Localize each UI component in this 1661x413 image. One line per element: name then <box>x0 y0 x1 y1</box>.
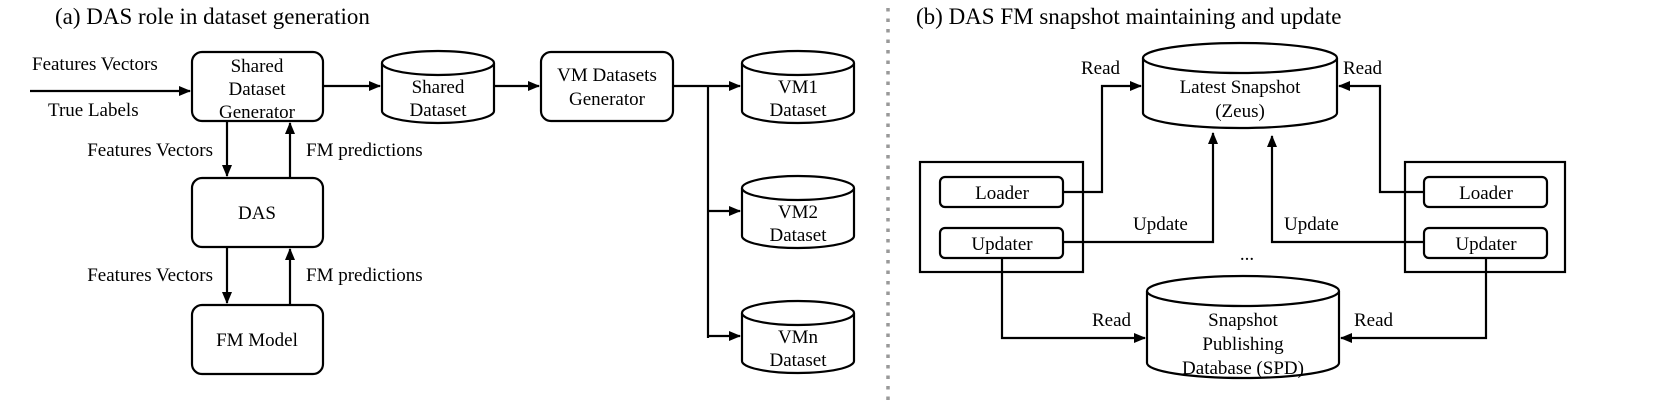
label-right-read-bottom: Read <box>1354 310 1394 331</box>
label-gen-to-das: Features Vectors <box>87 140 213 161</box>
vmn-label-2: Dataset <box>770 350 828 371</box>
label-left-update: Update <box>1133 214 1188 235</box>
spd-label-3: Database (SPD) <box>1182 358 1304 379</box>
spd-label-1: Snapshot <box>1208 310 1278 331</box>
snapshot-label-1: Latest Snapshot <box>1180 77 1302 98</box>
arrow-right-updater-update <box>1267 135 1424 244</box>
right-updater-label: Updater <box>1455 234 1517 255</box>
panel-a-title: (a) DAS role in dataset generation <box>55 4 370 29</box>
shared-dataset-label-1: Shared <box>412 77 465 98</box>
latest-snapshot-cylinder: Latest Snapshot (Zeus) <box>1141 41 1339 130</box>
snapshot-label-2: (Zeus) <box>1215 101 1265 122</box>
spd-label-2: Publishing <box>1202 334 1284 355</box>
vmn-dataset-cylinder: VMn Dataset <box>740 299 856 375</box>
left-loader-label: Loader <box>975 183 1029 204</box>
vm-datasets-generator: VM Datasets Generator <box>539 50 675 123</box>
input-labels-label: True Labels <box>48 100 139 121</box>
generator-label-1: Shared <box>231 56 284 77</box>
vmgen-label-2: Generator <box>569 89 646 110</box>
arrow-left-spd-read <box>1000 258 1146 343</box>
vm1-label-1: VM1 <box>778 77 818 98</box>
panel-b-title: (b) DAS FM snapshot maintaining and upda… <box>916 4 1341 29</box>
label-das-to-gen: FM predictions <box>306 140 423 161</box>
vm1-label-2: Dataset <box>770 100 828 121</box>
vm1-dataset-cylinder: VM1 Dataset <box>740 49 856 125</box>
left-updater-label: Updater <box>971 234 1033 255</box>
generator-label-2: Dataset <box>229 79 287 100</box>
fm-model-label: FM Model <box>216 330 298 351</box>
das-node: DAS <box>190 176 325 249</box>
shared-dataset-generator: Shared Dataset Generator <box>190 50 325 123</box>
vmn-label-1: VMn <box>778 327 819 348</box>
das-label: DAS <box>238 203 276 224</box>
label-right-read-top: Read <box>1343 58 1383 79</box>
label-fm-to-das: FM predictions <box>306 265 423 286</box>
arrow-left-loader-read <box>1063 81 1142 194</box>
right-client-group: Loader Updater <box>1403 160 1567 274</box>
label-left-read-bottom: Read <box>1092 310 1132 331</box>
vm2-label-2: Dataset <box>770 225 828 246</box>
vm2-dataset-cylinder: VM2 Dataset <box>740 174 856 250</box>
label-right-update: Update <box>1284 214 1339 235</box>
vm2-label-1: VM2 <box>778 202 818 223</box>
left-client-group: Loader Updater <box>918 160 1085 274</box>
shared-dataset-label-2: Dataset <box>410 100 468 121</box>
arrow-right-loader-read <box>1338 81 1424 194</box>
label-das-to-fm: Features Vectors <box>87 265 213 286</box>
input-features-label: Features Vectors <box>32 54 158 75</box>
ellipsis: ... <box>1240 244 1254 265</box>
vmgen-label-1: VM Datasets <box>557 65 657 86</box>
arrow-left-updater-update <box>1063 132 1218 244</box>
arrow-right-spd-read <box>1340 258 1488 343</box>
generator-label-3: Generator <box>219 102 296 123</box>
spd-cylinder: Snapshot Publishing Database (SPD) <box>1145 274 1341 380</box>
label-left-read-top: Read <box>1081 58 1121 79</box>
right-loader-label: Loader <box>1459 183 1513 204</box>
shared-dataset-cylinder: Shared Dataset <box>380 49 496 125</box>
fm-model-node: FM Model <box>190 303 325 376</box>
